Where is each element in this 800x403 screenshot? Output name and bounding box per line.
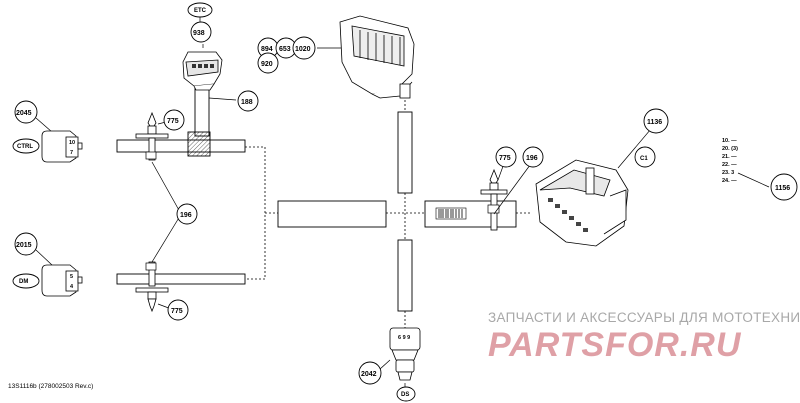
label-etc: ETC [194,8,207,14]
label-ctrl: CTRL [17,144,33,150]
c1-connector[interactable] [535,159,629,247]
pin-list-item: 24. — [722,178,737,184]
part-2015[interactable]: 2015 [16,242,32,249]
pin-list-item: 21. — [722,154,737,160]
dm-pin-bottom: 4 [70,284,74,290]
ds-sensor[interactable]: 6 9 9 [389,327,421,381]
pin-list-item: 22. — [722,162,737,168]
sleeve-center [277,200,387,228]
label-c1: C1 [640,156,648,162]
pin-list-item: 10. — [722,138,737,144]
part-196-mid[interactable]: 196 [526,155,538,162]
part-775-top[interactable]: 775 [167,118,179,125]
part-2042[interactable]: 2042 [361,371,377,378]
watermark-brand: PARTSFOR.RU [488,326,742,364]
cable-tie-775-bottom[interactable] [135,261,169,313]
sleeve-etc [194,87,210,137]
part-1136[interactable]: 1136 [647,119,662,126]
ctrl-pin-top: 10 [69,140,75,146]
cable-tie-775-mid[interactable] [480,168,508,231]
label-dm: DM [19,279,28,285]
part-938[interactable]: 938 [193,30,205,37]
sleeve-upper [397,111,413,194]
clamp-188 [187,131,211,157]
watermark-tagline: ЗАПЧАСТИ И АКСЕССУАРЫ ДЛЯ МОТОТЕХНИКИ [488,310,800,325]
pin-list-item: 20. (3) [722,146,738,152]
ctrl-pin-bottom: 7 [70,150,73,156]
part-920[interactable]: 920 [261,61,273,68]
part-1020[interactable]: 1020 [295,46,311,53]
part-2045[interactable]: 2045 [16,110,32,117]
sleeve-ctrl [116,139,246,153]
callout-etc-circle [187,2,213,18]
ctrl-connector[interactable]: 10 7 [41,130,83,163]
dm-pin-top: 5 [70,274,73,280]
part-775-mid[interactable]: 775 [499,155,511,162]
pin-list: 10. — 20. (3) 21. — 22. — 23. 3 24. — [722,138,738,184]
callouts [12,2,798,402]
dashed-routes [245,100,532,328]
sleeve-dm [116,273,246,285]
label-ds: DS [401,392,409,398]
barcode-label [435,207,467,220]
cable-tie-775-top[interactable] [135,111,169,161]
etc-connector[interactable] [182,51,223,91]
part-1156[interactable]: 1156 [775,185,790,192]
watermark: ЗАПЧАСТИ И АКСЕССУАРЫ ДЛЯ МОТОТЕХНИКИ PA… [488,310,800,364]
sleeve-lower [397,239,413,312]
ds-pin-labels: 6 9 9 [398,335,410,341]
dm-connector[interactable]: 5 4 [41,264,83,297]
part-894[interactable]: 894 [261,46,273,53]
callout-texts: ETC 938 188 775 2045 CTRL 196 2015 DM 77… [16,8,790,398]
part-775-bottom[interactable]: 775 [171,308,183,315]
pin-list-item: 23. 3 [722,170,734,176]
part-196-left[interactable]: 196 [180,212,192,219]
upper-connector[interactable] [339,15,415,99]
part-653[interactable]: 653 [279,46,291,53]
figure-code: 13S1116b (278002503 Rev.c) [8,383,93,390]
part-188[interactable]: 188 [241,99,253,106]
